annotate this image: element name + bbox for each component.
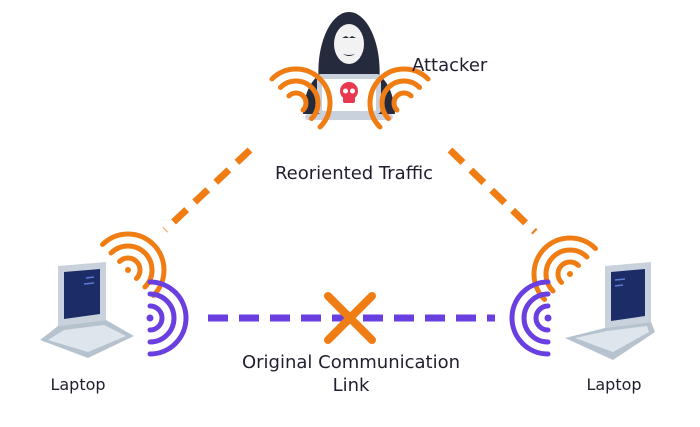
rerouted-link-right xyxy=(447,147,538,235)
laptop-left-label: Laptop xyxy=(50,375,105,394)
rerouted-link-left xyxy=(162,147,253,233)
wifi-signal-icon xyxy=(269,66,333,130)
attacker-label: Attacker xyxy=(412,55,488,76)
wifi-signal-icon xyxy=(367,66,431,130)
rerouted-traffic-label: Reoriented Traffic xyxy=(275,163,433,184)
original-link-label-line1: Original Communication xyxy=(242,352,460,373)
laptop-right-label: Laptop xyxy=(586,375,641,394)
laptop-icon xyxy=(40,262,134,358)
cross-icon xyxy=(324,292,376,344)
wifi-signal-icon xyxy=(509,279,552,357)
skull-icon xyxy=(335,82,363,104)
wifi-signal-icon xyxy=(146,279,189,357)
laptop-icon xyxy=(565,262,655,360)
original-link-label-line2: Link xyxy=(333,375,370,396)
wifi-signal-icon xyxy=(531,235,598,302)
